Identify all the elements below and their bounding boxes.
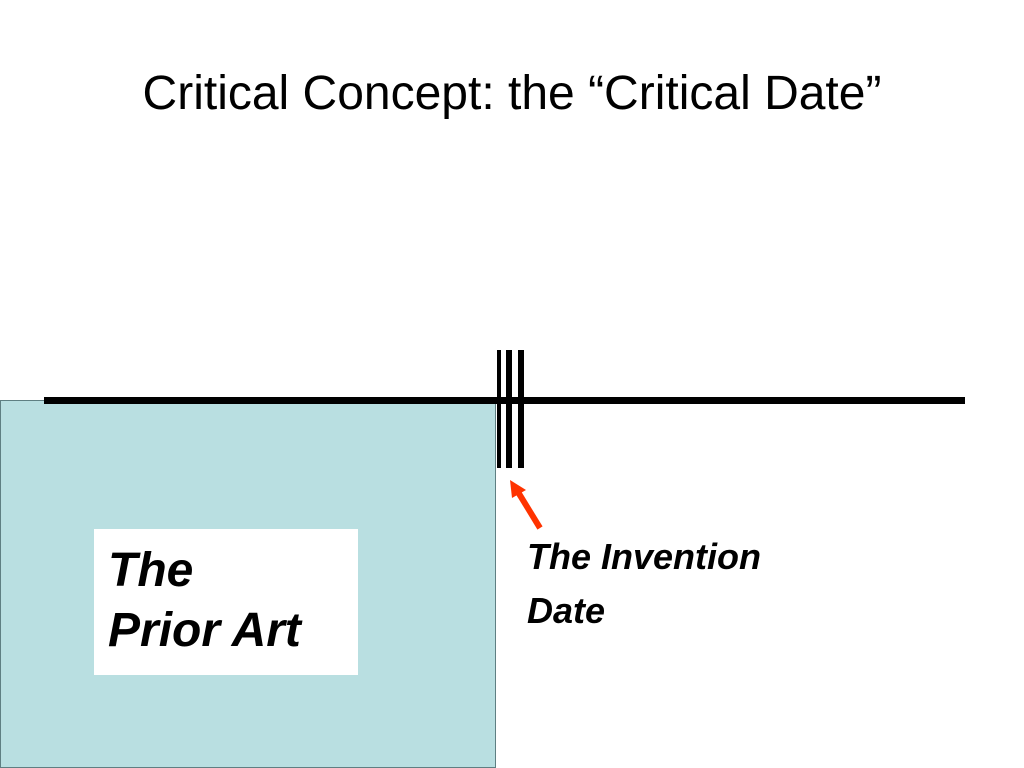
prior-art-label-box: The Prior Art — [94, 529, 358, 675]
arrow-up-left-icon — [510, 480, 543, 530]
critical-date-marker-line-2 — [506, 350, 512, 468]
timeline-line — [44, 397, 965, 404]
invention-date-label: The Invention Date — [527, 530, 857, 638]
prior-art-label-line-2: Prior Art — [108, 604, 301, 657]
invention-date-label-line-2: Date — [527, 590, 606, 631]
critical-date-marker-line-1 — [497, 350, 501, 468]
slide-title: Critical Concept: the “Critical Date” — [142, 67, 882, 120]
prior-art-label-line-1: The — [108, 544, 194, 597]
invention-date-label-line-1: The Invention — [527, 536, 761, 577]
critical-date-marker-line-3 — [518, 350, 524, 468]
prior-art-label: The Prior Art — [108, 541, 301, 661]
